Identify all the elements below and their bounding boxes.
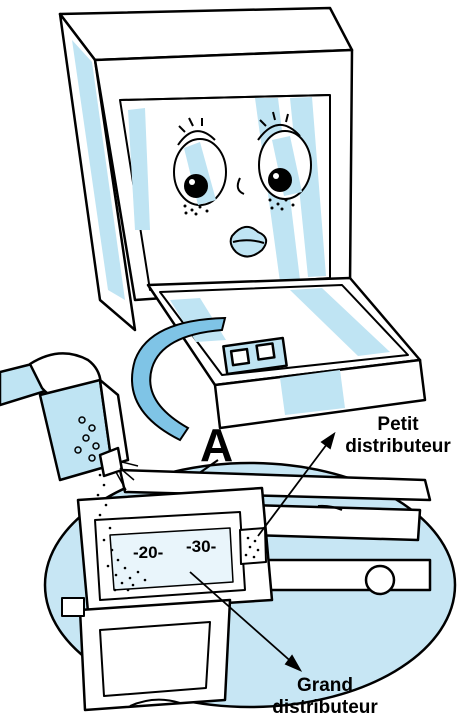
grand-line-2: distributeur (272, 697, 378, 719)
freckles (183, 198, 295, 216)
pour-spray (115, 461, 139, 491)
grand-line-1: Grand (297, 675, 353, 696)
dishwasher-face (173, 111, 312, 258)
mark-30: -30- (186, 537, 216, 556)
right-pupil (268, 168, 292, 192)
dishwasher-left-highlight (72, 40, 125, 300)
right-eyebrow (257, 124, 301, 141)
open-door (146, 276, 427, 430)
pour-arrow (131, 316, 227, 442)
label-petit-distributeur: Petit distributeur (328, 414, 466, 459)
nose (236, 177, 245, 195)
detergent-box (0, 352, 139, 491)
petit-line-1: Petit (377, 414, 419, 435)
marker-a: A (200, 419, 234, 471)
door-inner-panel (159, 284, 409, 376)
door-highlight-3 (128, 108, 150, 230)
mark-20: -20- (133, 543, 163, 562)
mouth (229, 225, 268, 258)
detergent-dispenser (61, 466, 432, 712)
left-pupil (184, 174, 208, 198)
arrowhead-petit (320, 431, 336, 450)
arrowhead-grand (284, 654, 303, 672)
box-bubbles (74, 416, 100, 462)
petit-line-2: distributeur (345, 436, 451, 458)
label-pointers (189, 431, 336, 672)
left-eyebrow (177, 130, 216, 146)
pre-wash-compartment (239, 527, 267, 565)
label-grand-distributeur: Grand distributeur (250, 675, 400, 720)
